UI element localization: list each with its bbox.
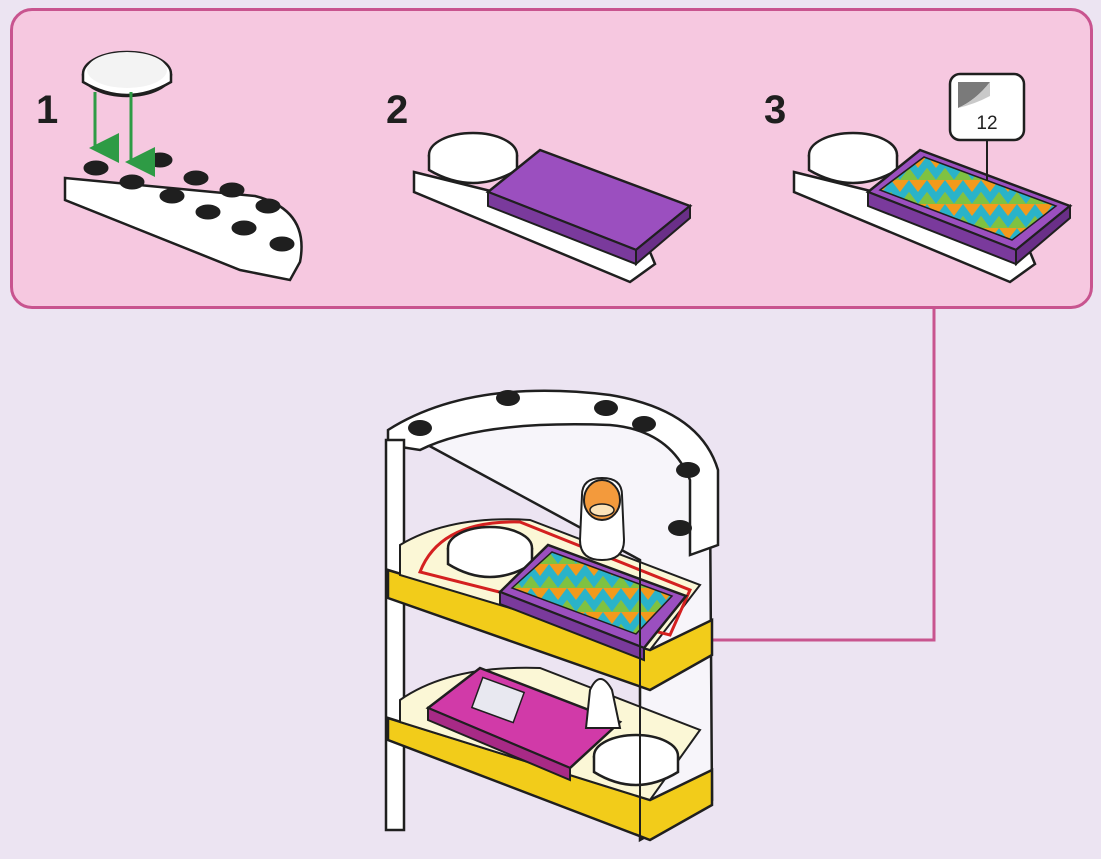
step1-assembly: [63, 50, 303, 282]
plate-studs: [83, 152, 295, 252]
sticker-peel-icon: [958, 82, 990, 108]
new-part-highlight: [417, 520, 693, 637]
sticker-number: 12: [976, 113, 998, 134]
patterned-sticker-tile: [878, 156, 1058, 241]
step3-assembly: [792, 72, 1073, 284]
plate-piece: [63, 176, 303, 282]
step2-assembly: [412, 131, 693, 284]
step-number-2: 2: [386, 88, 409, 132]
callout-connector-line: [685, 309, 936, 642]
shelf-unit-model: [384, 389, 720, 843]
step-number-3: 3: [764, 88, 787, 132]
top-arch-piece: [386, 389, 720, 557]
step-number-1: 1: [36, 88, 59, 132]
top-studs: [408, 390, 700, 536]
left-upright: [384, 438, 406, 832]
